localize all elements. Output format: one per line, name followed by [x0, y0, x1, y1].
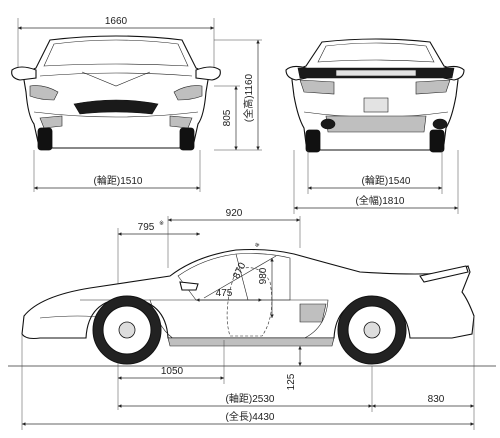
rear-car-body	[285, 38, 465, 153]
front-right-mirror	[195, 66, 221, 81]
rear-left-tire	[305, 129, 321, 153]
side-mirror	[179, 281, 199, 291]
rear-left-exhaust	[320, 118, 336, 130]
front-view: 1660 (全高)	[11, 16, 262, 192]
front-left-tire	[37, 127, 53, 151]
front-width-label: 1660	[105, 16, 128, 27]
cabin-length-label: 920	[226, 208, 243, 219]
front-mid-height-label: 805	[222, 109, 233, 126]
rear-right-exhaust	[432, 118, 448, 130]
rear-view: (輪距)1540 (全幅)1810	[285, 38, 465, 214]
seat-length-mark: ※	[159, 221, 164, 227]
rear-overhang-label: 830	[428, 394, 445, 405]
front-wheel	[92, 295, 162, 365]
front-segment-label: 1050	[161, 366, 184, 377]
rear-license-plate	[363, 97, 389, 113]
front-grille	[73, 99, 159, 115]
seat-height-label: 475	[216, 288, 233, 299]
cabin-height-label: 980	[258, 267, 269, 284]
ground-clearance-label: 125	[286, 373, 297, 390]
front-left-mirror	[11, 66, 37, 81]
seat-diagonal-line	[203, 255, 277, 299]
rear-wheel	[337, 295, 407, 365]
front-right-tire	[179, 127, 195, 151]
front-car-body	[11, 35, 221, 151]
rear-left-taillight	[299, 79, 335, 95]
overall-length-label: (全長)4430	[226, 410, 275, 423]
seat-length-label: 795	[138, 222, 155, 233]
wheelbase-label: (軸距)2530	[226, 392, 275, 405]
front-total-height-label: (全高)1160	[242, 73, 255, 122]
rear-diffuser	[325, 115, 427, 133]
seat-diagonal-mark: ※	[254, 242, 262, 249]
side-air-intake	[299, 303, 327, 323]
full-width-label: (全幅)1810	[356, 194, 405, 207]
rear-right-tire	[429, 129, 445, 153]
rear-right-taillight	[415, 79, 451, 95]
front-left-headlight	[29, 85, 59, 101]
front-track-label: (輪距)1510	[94, 174, 143, 187]
front-right-headlight	[173, 85, 203, 101]
side-rear-wing	[419, 265, 469, 283]
side-car-body	[21, 248, 475, 365]
rear-track-label: (輪距)1540	[362, 174, 411, 187]
side-view: 920 795 ※	[8, 208, 496, 430]
